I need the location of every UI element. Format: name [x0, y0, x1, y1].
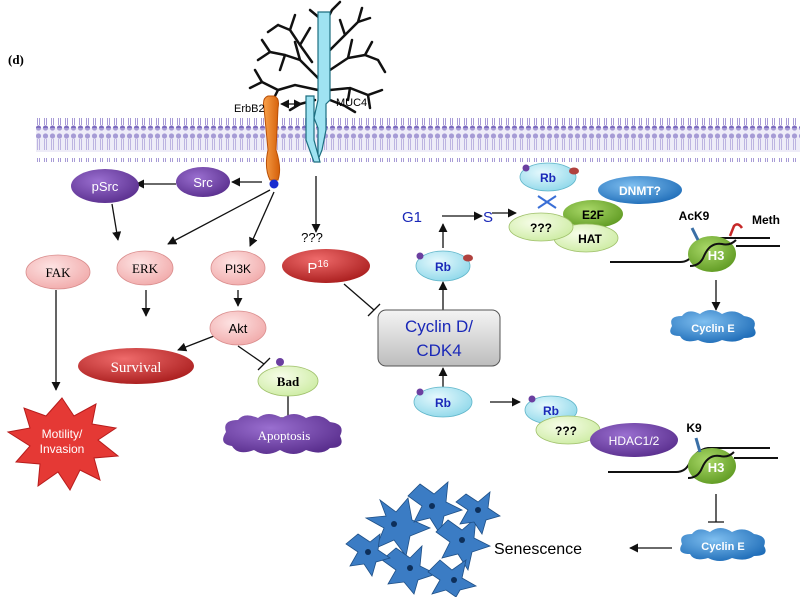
- rb-lower-phospho: [416, 388, 424, 396]
- unknown-upper-node: [508, 212, 574, 242]
- p16-base: P: [307, 260, 317, 277]
- ack9-label: AcK9: [679, 209, 710, 223]
- psrc-node: [71, 169, 139, 203]
- s-label: S: [483, 209, 493, 226]
- src-node: [176, 167, 230, 197]
- h3-lower-label: H3: [708, 460, 725, 475]
- unknown-lower-label: ???: [555, 424, 577, 438]
- rb-lower-node: [413, 386, 473, 418]
- ack9-tag: [690, 227, 700, 241]
- meth-label: Meth: [752, 213, 780, 227]
- rb-right-lower-label: Rb: [543, 404, 559, 418]
- fak-label: FAK: [45, 265, 71, 280]
- p16-node: [282, 249, 370, 283]
- muc4-label: MUC4: [336, 97, 367, 109]
- rb-upper-phospho-1: [522, 164, 530, 172]
- hat-label: HAT: [578, 232, 602, 246]
- cell-membrane: [36, 118, 800, 162]
- senescence-label: Senescence: [494, 541, 582, 558]
- p16-superscript: 16: [317, 259, 329, 270]
- chromatin-upper: H3: [610, 223, 780, 272]
- rb-mid-label: Rb: [435, 260, 451, 274]
- motility-star: [6, 397, 120, 491]
- erbb2-label: ErbB2: [234, 103, 265, 115]
- fak-node: [25, 254, 91, 290]
- rb-lower-label: Rb: [435, 396, 451, 410]
- src-label: Src: [193, 175, 213, 190]
- motility-label-line2: Invasion: [40, 442, 85, 456]
- senescent-cell-nuclei: [365, 503, 481, 583]
- senescent-cells: [345, 481, 501, 597]
- p16-label: P16: [307, 259, 329, 277]
- psrc-label: pSrc: [92, 179, 119, 194]
- bad-label: Bad: [277, 374, 300, 389]
- e2f-node: [563, 200, 623, 228]
- pi3k-label: PI3K: [225, 262, 251, 276]
- k9-tag: [694, 437, 702, 453]
- cyclin-e-upper-label: Cyclin E: [691, 323, 734, 335]
- h3-upper-label: H3: [708, 248, 725, 263]
- hdac-label: HDAC1/2: [609, 434, 660, 448]
- survival-label: Survival: [111, 360, 162, 376]
- rb-right-lower-phospho: [528, 395, 536, 403]
- rb-upper-node: [519, 162, 577, 192]
- bad-phospho-dot: [276, 358, 284, 366]
- rb-mid-node: [415, 250, 471, 282]
- muc4-receptor: [313, 11, 331, 161]
- pi3k-node: [210, 250, 266, 286]
- rb-mid-phospho-1: [416, 252, 424, 260]
- p16-unknown-label: ???: [301, 230, 323, 245]
- hdac-node: [590, 423, 678, 457]
- chromatin-lower: H3: [608, 437, 778, 484]
- akt-node: [209, 310, 267, 346]
- motility-label-line1: Motility/: [42, 427, 83, 441]
- cyclin-e-lower-cloud: [680, 528, 766, 561]
- apoptosis-cloud: [223, 414, 342, 454]
- bad-node: [257, 365, 319, 397]
- unknown-upper-label: ???: [530, 221, 552, 235]
- erk-node: [116, 250, 174, 286]
- phospho-dot: [269, 179, 279, 189]
- panel-label: (d): [8, 52, 24, 67]
- apoptosis-label: Apoptosis: [258, 428, 311, 443]
- rb-upper-phospho-2: [569, 167, 579, 175]
- cyclin-d-cdk4-box: [377, 309, 501, 367]
- akt-label: Akt: [229, 321, 248, 336]
- cyclin-d-label-line1: Cyclin D/: [405, 317, 473, 336]
- e2f-label: E2F: [582, 208, 604, 222]
- muc4-stalk: [305, 95, 321, 163]
- survival-node: [78, 348, 194, 384]
- cyclin-e-lower-label: Cyclin E: [701, 541, 744, 553]
- dnmt-node: [598, 176, 682, 204]
- signal-arrows: [51, 176, 721, 553]
- erk-label: ERK: [132, 261, 159, 276]
- dnmt-label: DNMT?: [619, 184, 661, 198]
- k9-label: K9: [686, 421, 702, 435]
- meth-tag: [728, 223, 744, 237]
- erbb2-receptor: [263, 95, 281, 189]
- rb-mid-phospho-2: [463, 254, 473, 262]
- cyclin-e-upper-cloud: [670, 310, 756, 343]
- rb-upper-label: Rb: [540, 171, 556, 185]
- g1-label: G1: [402, 209, 422, 226]
- dissociation-x: [537, 195, 557, 209]
- cyclin-d-label-line2: CDK4: [416, 341, 461, 360]
